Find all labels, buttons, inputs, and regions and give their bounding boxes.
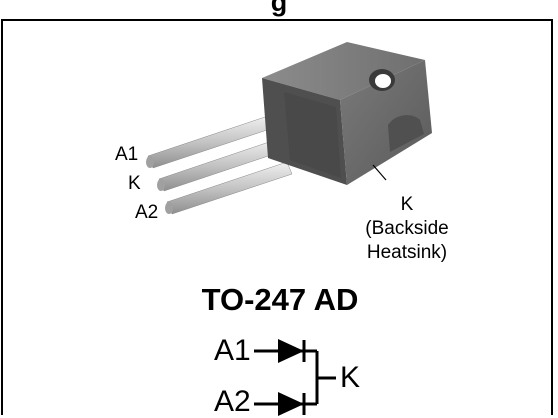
section-title-cropped: g — [270, 0, 288, 17]
schematic-label-a1: A1 — [214, 334, 251, 367]
backside-label: K (Backside Heatsink) — [343, 193, 471, 265]
backside-pointer — [372, 164, 387, 181]
tab-notch — [388, 115, 424, 152]
package-title: TO-247 AD — [201, 282, 359, 317]
pin-label-k: K — [128, 173, 141, 194]
backside-line2: Heatsink) — [366, 242, 448, 263]
backside-line1: (Backside — [365, 218, 449, 239]
lead-a2 — [165, 161, 293, 215]
pin-label-a1: A1 — [115, 144, 139, 165]
diode-a2-symbol — [278, 392, 304, 416]
schematic-label-a2: A2 — [214, 385, 251, 418]
backside-k: K — [400, 194, 414, 215]
mounting-hole — [369, 69, 395, 91]
pin-label-a2: A2 — [135, 202, 159, 223]
diode-a1-symbol — [278, 339, 304, 363]
figure-frame — [1, 19, 553, 415]
to247-body — [262, 42, 432, 185]
schematic-label-k: K — [340, 361, 361, 394]
